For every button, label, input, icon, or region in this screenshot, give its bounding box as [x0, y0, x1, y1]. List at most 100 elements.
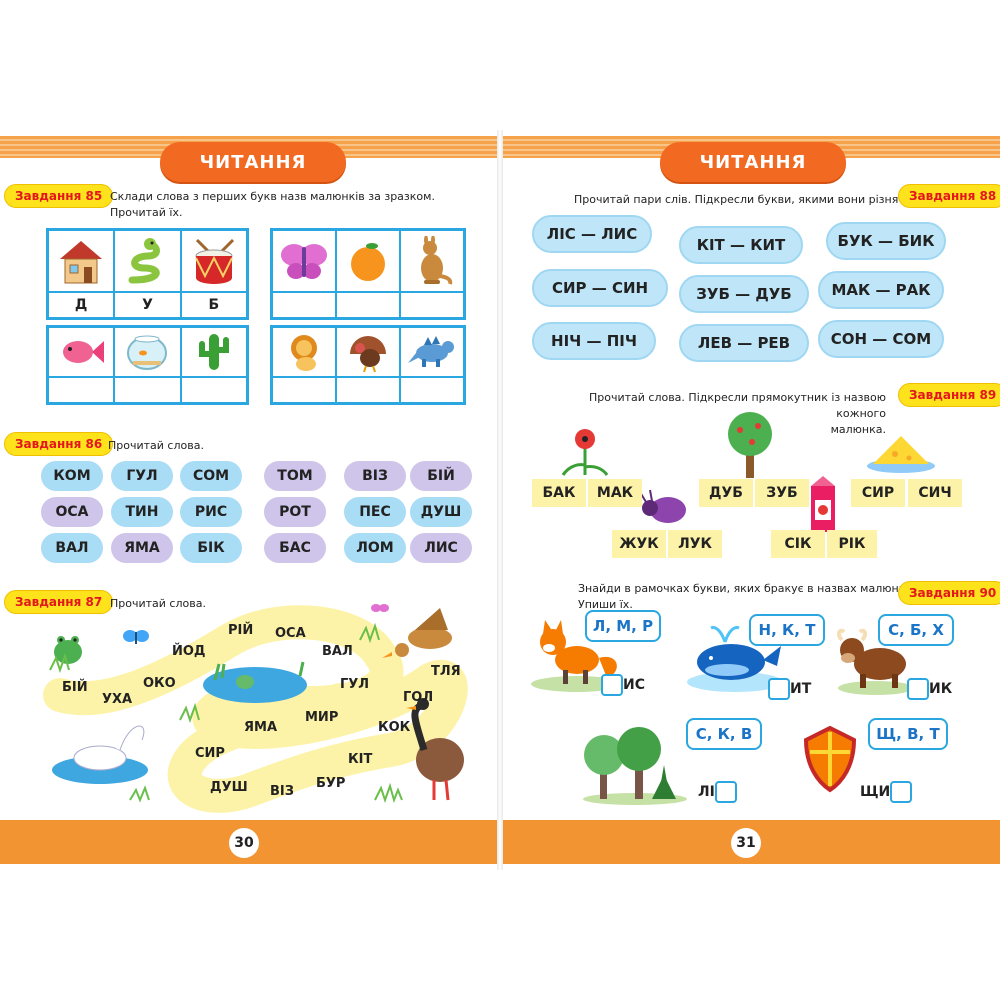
right-page-number: 31	[731, 828, 761, 858]
grid-4-answer-2[interactable]	[336, 377, 400, 403]
grid-2-answer-1[interactable]	[272, 292, 336, 318]
letter-answer-box[interactable]	[890, 781, 913, 803]
drum-icon	[194, 238, 234, 284]
word-pair-cloud: КІТ — КИТ	[679, 226, 803, 264]
word-pair-cloud: БУК — БИК	[826, 222, 946, 260]
flying-duck-icon	[382, 608, 452, 658]
drum-picture	[180, 230, 247, 292]
word-beginning: ЩИ	[860, 784, 891, 800]
aquarium-picture	[114, 327, 181, 377]
word-cloud: БАС	[264, 533, 326, 563]
letters-frame: Л, М, Р	[585, 610, 661, 642]
task-88-badge: Завдання 88	[898, 184, 1000, 208]
word-cloud: КОМ	[41, 461, 103, 491]
letter-answer-box[interactable]	[907, 678, 929, 700]
butterfly-icon	[281, 244, 327, 279]
path-word: ОКО	[143, 676, 176, 691]
grid-3-answer-2[interactable]	[114, 377, 181, 403]
letter-answer-box[interactable]	[714, 781, 737, 803]
grid-1-answer-1[interactable]: Д	[48, 292, 115, 318]
lion-picture	[272, 327, 336, 377]
word-box[interactable]: МАК	[588, 479, 642, 507]
word-pair-cloud: ЛЕВ — РЕВ	[679, 324, 809, 362]
word-box[interactable]: СИР	[851, 479, 905, 507]
kangaroo-icon	[421, 236, 453, 285]
letter-answer-box[interactable]	[768, 678, 790, 700]
kangaroo-picture	[400, 230, 464, 292]
word-box[interactable]: ДУБ	[699, 479, 753, 507]
word-pair-cloud: ЗУБ — ДУБ	[679, 275, 809, 313]
grid-3-answer-3[interactable]	[180, 377, 247, 403]
word-box[interactable]: БАК	[532, 479, 586, 507]
shield-icon	[803, 725, 857, 793]
task-85-instruction-line2: Прочитай їх.	[110, 206, 183, 219]
butterfly-picture	[272, 230, 336, 292]
cheese-icon	[867, 436, 935, 473]
letter-answer-box[interactable]	[601, 674, 623, 696]
turkey-icon	[350, 336, 386, 372]
word-ending: ИС	[623, 677, 645, 693]
cactus-picture	[180, 327, 247, 377]
word-cloud: РИС	[180, 497, 242, 527]
poppy-icon	[561, 429, 609, 476]
path-word: ТЛЯ	[431, 664, 461, 679]
pond-icon	[203, 667, 307, 703]
orange-picture	[336, 230, 400, 292]
task-89-instruction-line2: малюнка.	[830, 423, 886, 436]
task-85-instruction: Склади слова з перших букв назв малюнків…	[110, 189, 435, 221]
word-ending: ИК	[929, 681, 953, 697]
path-word: КОК	[378, 720, 411, 735]
word-cloud: БІЙ	[410, 461, 472, 491]
grid-3-answer-1[interactable]	[48, 377, 115, 403]
bull-icon	[836, 628, 914, 695]
task-89-badge: Завдання 89	[898, 383, 1000, 407]
grid-1-answer-3[interactable]: Б	[180, 292, 247, 318]
grid-4-answer-1[interactable]	[272, 377, 336, 403]
dinosaur-icon	[408, 336, 454, 367]
blue-butterfly-icon	[123, 630, 149, 644]
word-pair-cloud: МАК — РАК	[818, 271, 944, 309]
word-cloud: ТИН	[111, 497, 173, 527]
grid-4-answer-3[interactable]	[400, 377, 464, 403]
task-87-instruction: Прочитай слова.	[110, 597, 206, 610]
path-word: РІЙ	[228, 623, 254, 638]
word-cloud: ВІЗ	[344, 461, 406, 491]
task-85-grid-3	[46, 325, 249, 405]
word-cloud: ВАЛ	[41, 533, 103, 563]
path-word: КІТ	[348, 752, 373, 767]
task-90-instruction-line1: Знайди в рамочках букви, яких бракує в н…	[578, 582, 919, 595]
whale-icon	[687, 626, 783, 692]
path-word: МИР	[305, 710, 339, 725]
task-87-badge: Завдання 87	[4, 590, 114, 614]
word-cloud: ТОМ	[264, 461, 326, 491]
task-88-instruction: Прочитай пари слів. Підкресли букви, яки…	[574, 193, 928, 206]
task-86-badge: Завдання 86	[4, 432, 114, 456]
path-word: ЙОД	[172, 644, 206, 659]
word-box[interactable]: ЛУК	[668, 530, 722, 558]
grid-2-answer-3[interactable]	[400, 292, 464, 318]
word-pair-cloud: СИР — СИН	[532, 269, 668, 307]
word-box[interactable]: РІК	[827, 530, 877, 558]
word-box[interactable]: ЗУБ	[755, 479, 809, 507]
word-box[interactable]: ЖУК	[612, 530, 666, 558]
task-85-grid-1: Д У Б	[46, 228, 249, 320]
word-box[interactable]: СІК	[771, 530, 825, 558]
juice-box-icon	[811, 476, 835, 532]
goose-icon	[406, 698, 464, 801]
word-cloud: ЯМА	[111, 533, 173, 563]
right-section-banner: ЧИТАННЯ	[660, 142, 846, 182]
grass-icon	[359, 622, 380, 644]
frog-icon	[54, 636, 82, 664]
yellow-path	[43, 605, 468, 813]
word-box[interactable]: СИЧ	[908, 479, 962, 507]
beetle-icon	[639, 489, 686, 523]
missing-letter-word: ЩИ	[860, 781, 913, 803]
task-85-instruction-line1: Склади слова з перших букв назв малюнків…	[110, 190, 435, 203]
grid-1-answer-2[interactable]: У	[114, 292, 181, 318]
path-word: ГУЛ	[340, 677, 370, 692]
fox-icon	[531, 620, 623, 692]
snake-icon	[128, 238, 161, 284]
turkey-picture	[336, 327, 400, 377]
task-90-instruction: Знайди в рамочках букви, яких бракує в н…	[578, 581, 918, 613]
grid-2-answer-2[interactable]	[336, 292, 400, 318]
